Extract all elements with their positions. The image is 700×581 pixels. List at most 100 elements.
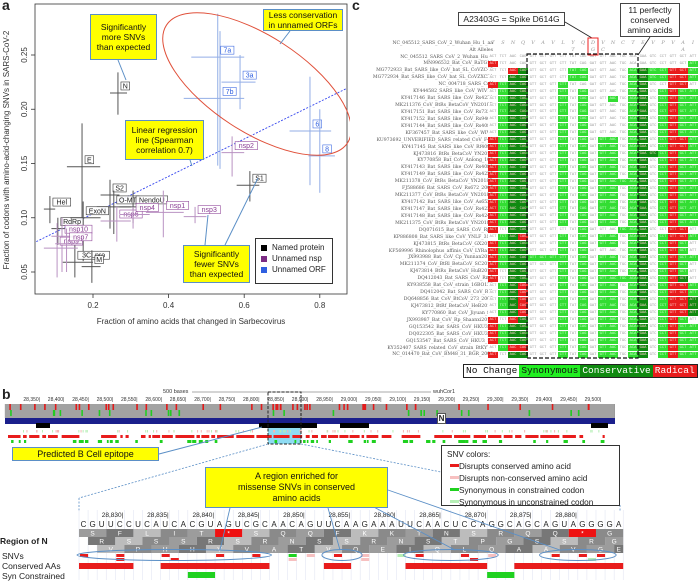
codon-cell <box>605 537 624 545</box>
alignment-cell: TGC <box>618 338 628 345</box>
codon-cell <box>269 529 297 537</box>
alignment-cell: ATT <box>688 74 698 81</box>
alignment-cell: GTC <box>648 227 658 234</box>
point-label: nsp1 <box>170 203 185 210</box>
ruler-label: 28,600| <box>145 397 162 403</box>
alignment-cell: GCT <box>678 324 688 331</box>
reference-aa: T <box>631 40 635 46</box>
point-label: 3a <box>246 73 254 80</box>
codon-cell <box>106 529 134 537</box>
conserved-aa-mark <box>540 435 560 438</box>
conserved-aa-mark <box>454 435 471 438</box>
snv-legend-swatch <box>450 464 459 467</box>
alignment-cell: ACA <box>628 289 638 296</box>
alignment-cell: TAT <box>568 317 578 324</box>
alignment-cell: GTT <box>598 317 608 324</box>
alignment-cell: AAC <box>508 206 518 213</box>
sequence-name: KY417151_Bat_SARS_like_CoV_Rs7327 <box>401 109 493 115</box>
nucleotide: U <box>316 520 322 529</box>
alignment-cell: ACA <box>628 151 638 158</box>
legend-swatch-named <box>261 244 267 251</box>
alignment-cell: ACT <box>488 275 498 282</box>
alignment-cell: GCT <box>538 324 548 331</box>
alignment-cell: CTT <box>558 351 568 358</box>
codon-cell <box>369 545 397 553</box>
alignment-cell: ATT <box>688 220 698 227</box>
alignment-cell: GAT <box>588 192 598 199</box>
alignment-cell: ACA <box>628 227 638 234</box>
alignment-cell: ATT <box>688 351 698 358</box>
snv-light-mark <box>344 430 346 433</box>
sequence-name: DQ412042_Bat_SARS_CoV_Rf1 <box>420 290 493 296</box>
alignment-cell: AAC <box>608 338 618 345</box>
conserved-aa-mark <box>61 435 80 438</box>
alignment-cell: AAC <box>608 261 618 268</box>
orf-highlight-ellipse <box>162 12 350 156</box>
alignment-cell: CAG <box>578 192 588 199</box>
missense-mark <box>260 404 263 410</box>
alignment-cell: GCT <box>678 254 688 261</box>
codon-cell <box>251 537 279 545</box>
point-label-box <box>222 87 237 96</box>
alignment-cell: GAA <box>638 324 648 331</box>
alignment-cell: AAC <box>608 241 618 248</box>
alignment-cell: TCT <box>498 345 508 352</box>
alignment-cell: GAA <box>638 144 648 151</box>
alignment-cell: ACA <box>628 345 638 352</box>
alignment-cell: GTT <box>528 213 538 220</box>
alignment-cell: CTT <box>558 192 568 199</box>
conserved-pointer-line <box>637 36 651 56</box>
alignment-cell: ACT <box>488 116 498 123</box>
alignment-cell: ACT <box>488 123 498 130</box>
alignment-cell: AAC <box>608 81 618 88</box>
alignment-cell: GCT <box>678 234 688 241</box>
alignment-cell: GTT <box>668 282 678 289</box>
alignment-cell: AAC <box>608 345 618 352</box>
alignment-cell: GCT <box>678 227 688 234</box>
syn-constrained-mark <box>600 440 605 443</box>
alignment-cell: GCT <box>678 109 688 116</box>
alignment-cell: GCT <box>678 331 688 338</box>
alignment-cell: CTT <box>558 268 568 275</box>
cluster-pointer <box>387 489 561 551</box>
alignment-cell: CTT <box>558 206 568 213</box>
zoom-region-box <box>267 391 302 445</box>
alignment-cell: ACT <box>488 261 498 268</box>
alignment-cell: GAT <box>588 102 598 109</box>
alignment-cell: ACA <box>628 324 638 331</box>
alignment-cell: GAA <box>638 164 648 171</box>
alignment-cell: GTT <box>528 248 538 255</box>
alignment-cell: GCT <box>538 220 548 227</box>
alignment-cell: GTC <box>648 60 658 67</box>
syn-constrained-mark <box>461 440 466 443</box>
alignment-cell: AAC <box>608 130 618 137</box>
missense-mark <box>309 404 311 410</box>
alignment-cell: ACA <box>628 206 638 213</box>
synonymous-mark <box>145 410 147 416</box>
alignment-cell: GCT <box>538 157 548 164</box>
alignment-cell: TAT <box>568 102 578 109</box>
alignment-cell: GTC <box>648 241 658 248</box>
snv-light-mark <box>591 430 593 433</box>
alignment-cell: ACA <box>628 192 638 199</box>
alignment-cell: CAG <box>518 206 528 213</box>
nucleotide: A <box>616 520 622 529</box>
alignment-cell: CAG <box>578 171 588 178</box>
alignment-cell: AAC <box>608 144 618 151</box>
nucleotide: U <box>99 520 105 529</box>
nucleotide: G <box>606 520 612 529</box>
point-label-box <box>242 70 257 80</box>
alignment-cell: CAG <box>518 234 528 241</box>
alignment-cell: TCT <box>498 74 508 81</box>
snv-mark <box>587 558 596 561</box>
alignment-cell: CAG <box>518 60 528 67</box>
gene-n-label[interactable]: N <box>437 413 446 424</box>
alignment-cell: GAA <box>638 199 648 206</box>
position-label: 28,840| <box>192 512 214 519</box>
alignment-cell: CAG <box>518 123 528 130</box>
alignment-cell: GCT <box>538 282 548 289</box>
snv-light-mark <box>392 430 394 433</box>
ruler-label: 29,250| <box>462 397 480 403</box>
alignment-cell: TCT <box>498 130 508 137</box>
alignment-cell: CAG <box>578 102 588 109</box>
